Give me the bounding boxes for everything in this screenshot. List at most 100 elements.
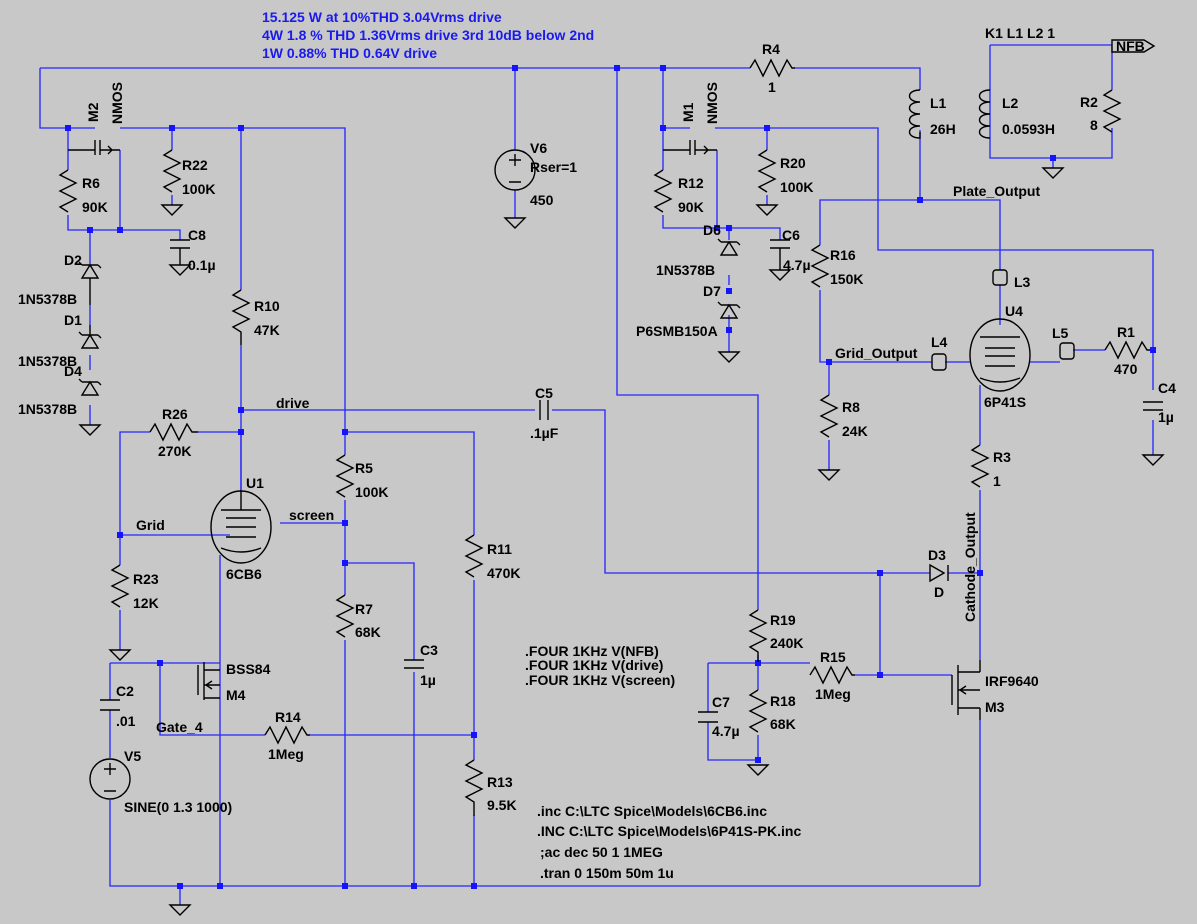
net-label-grid-output: Grid_Output: [835, 345, 918, 361]
r6-value: 90K: [82, 199, 108, 215]
r11-label: R11: [487, 541, 512, 557]
resistor-r1[interactable]: R1 470: [1104, 324, 1150, 377]
resistor-r23[interactable]: R23 12K: [108, 564, 159, 661]
resistor-r19[interactable]: R19 240K: [748, 609, 803, 662]
c2-label: C2: [116, 683, 134, 699]
r14-label: R14: [275, 709, 301, 725]
r8-label: R8: [842, 399, 860, 415]
capacitor-c4[interactable]: C4 1µ: [1141, 380, 1176, 466]
resistor-r3[interactable]: R3 1: [970, 444, 1011, 489]
u4-label: U4: [1005, 303, 1023, 319]
resistor-r6[interactable]: R6 90K: [58, 169, 108, 215]
r26-value: 270K: [158, 443, 191, 459]
capacitor-c7[interactable]: C7 4.7µ: [698, 694, 740, 739]
u1-model: 6CB6: [226, 566, 262, 582]
v6-value: 450: [530, 192, 554, 208]
capacitor-c8[interactable]: C8 0.1µ: [168, 227, 216, 276]
r12-label: R12: [678, 175, 704, 191]
r19-label: R19: [770, 612, 796, 628]
l1-value: 26H: [930, 121, 956, 137]
r7-value: 68K: [355, 624, 381, 640]
r5-label: R5: [355, 460, 373, 476]
r2-value: 8: [1090, 117, 1098, 133]
u1-label: U1: [246, 475, 264, 491]
m3-label: M3: [985, 699, 1005, 715]
resistor-r14[interactable]: R14 1Meg: [264, 709, 310, 762]
resistor-r26[interactable]: R26 270K: [149, 406, 198, 459]
r14-value: 1Meg: [268, 746, 304, 762]
inductor-l1[interactable]: L1 26H: [908, 89, 956, 139]
r15-label: R15: [820, 649, 846, 665]
c6-label: C6: [782, 227, 800, 243]
resistor-r15[interactable]: R15 1Meg: [809, 649, 855, 702]
capacitor-c2[interactable]: C2 .01: [100, 683, 136, 729]
r8-value: 24K: [842, 423, 868, 439]
zener-d4[interactable]: D4 1N5378B: [18, 363, 102, 436]
resistor-r4[interactable]: R4 1: [749, 41, 795, 95]
r10-value: 47K: [254, 322, 280, 338]
mosfet-m4[interactable]: BSS84 M4: [197, 661, 271, 703]
r4-label: R4: [762, 41, 780, 57]
c3-label: C3: [420, 642, 438, 658]
d6-value: 1N5378B: [656, 262, 715, 278]
tube-u4[interactable]: U4 6P41S: [969, 303, 1031, 410]
d7-label: D7: [703, 283, 721, 299]
nfb-label: NFB: [1116, 38, 1145, 54]
d1-label: D1: [64, 312, 82, 328]
c8-label: C8: [188, 227, 206, 243]
c4-label: C4: [1158, 380, 1176, 396]
d1-value: 1N5378B: [18, 353, 77, 369]
v5-label: V5: [124, 748, 141, 764]
voltage-source-v6[interactable]: V6 Rser=1 450: [494, 140, 577, 229]
resistor-r11[interactable]: R11 470K: [464, 534, 520, 581]
resistor-r22[interactable]: R22 100K: [160, 149, 215, 216]
capacitor-c3[interactable]: C3 1µ: [404, 642, 438, 688]
capacitor-c6[interactable]: C6 4.7µ: [768, 227, 811, 281]
d2-label: D2: [64, 252, 82, 268]
resistor-r18[interactable]: R18 68K: [746, 689, 796, 776]
nfb-port[interactable]: NFB: [1111, 38, 1156, 54]
r16-value: 150K: [830, 271, 863, 287]
capacitor-c5[interactable]: C5 .1µF: [530, 385, 559, 441]
zener-d7[interactable]: D7 P6SMB150A: [636, 283, 741, 363]
l2-label: L2: [1002, 95, 1019, 111]
mosfet-m3[interactable]: IRF9640 M3: [951, 660, 1039, 720]
r6-label: R6: [82, 175, 100, 191]
net-label-gate4: Gate_4: [156, 719, 203, 735]
l3-label: L3: [1014, 274, 1031, 290]
resistor-r20[interactable]: R20 100K: [755, 149, 813, 216]
ferrite-l4[interactable]: L4: [931, 334, 948, 371]
ferrite-l5[interactable]: L5: [1052, 325, 1075, 360]
mosfet-m2[interactable]: M2 NMOS: [68, 82, 125, 155]
mosfet-m1[interactable]: M1 NMOS: [663, 82, 720, 155]
ferrite-l3[interactable]: L3: [992, 269, 1031, 290]
resistor-r10[interactable]: R10 47K: [231, 289, 280, 345]
resistor-r7[interactable]: R7 68K: [335, 594, 381, 640]
note-line-3: 1W 0.88% THD 0.64V drive: [262, 45, 437, 61]
m3-model: IRF9640: [985, 673, 1039, 689]
resistor-r16[interactable]: R16 150K: [810, 244, 863, 288]
d7-value: P6SMB150A: [636, 323, 718, 339]
resistor-r5[interactable]: R5 100K: [335, 454, 388, 500]
zener-d2[interactable]: D2 1N5378B: [18, 252, 102, 307]
note-line-1: 15.125 W at 10%THD 3.04Vrms drive: [262, 9, 502, 25]
inductor-l2[interactable]: L2 0.0593H: [978, 89, 1055, 139]
r7-label: R7: [355, 601, 373, 617]
v6-label: V6: [530, 140, 547, 156]
resistor-r8[interactable]: R8 24K: [817, 394, 868, 481]
r3-value: 1: [993, 473, 1001, 489]
tube-u1[interactable]: U1 6CB6: [210, 475, 272, 582]
ground-symbol: [1041, 167, 1065, 179]
resistor-r2[interactable]: R2 8: [1080, 89, 1122, 133]
diode-d3[interactable]: D3 D: [928, 547, 949, 600]
r13-value: 9.5K: [487, 797, 517, 813]
voltage-source-v5[interactable]: V5 SINE(0 1.3 1000): [89, 748, 232, 815]
d6-label: D6: [703, 222, 721, 238]
r1-value: 470: [1114, 361, 1138, 377]
resistor-r13[interactable]: R13 9.5K: [464, 759, 517, 816]
zener-d1[interactable]: D1 1N5378B: [18, 312, 102, 369]
zener-d6[interactable]: D6 1N5378B: [656, 222, 741, 278]
r4-value: 1: [768, 79, 776, 95]
resistor-r12[interactable]: R12 90K: [653, 169, 704, 215]
